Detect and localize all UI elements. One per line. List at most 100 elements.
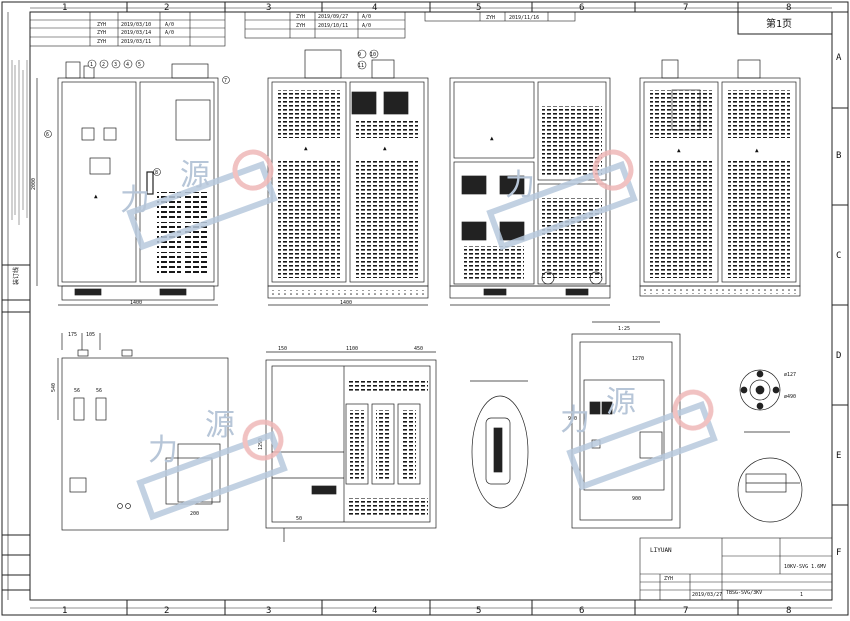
left-notes-hatch	[11, 60, 28, 225]
liyuan-watermark	[136, 419, 288, 521]
row-letter: A	[836, 53, 842, 63]
title-author: ZYH	[664, 576, 673, 582]
rev-author: ZYH	[97, 30, 106, 36]
row-letter: C	[836, 251, 841, 261]
dim-top-a: 56	[74, 388, 80, 394]
rev-code: A/0	[165, 30, 174, 36]
dim-plan-d: 50	[296, 516, 302, 522]
watermark-cn: 源	[205, 408, 235, 443]
col-num: 8	[786, 3, 791, 13]
col-num: 2	[164, 606, 169, 616]
side-view	[639, 59, 801, 297]
section-view	[571, 321, 681, 529]
balloon-label: 2	[102, 62, 105, 68]
balloon-label: 11	[358, 63, 364, 69]
rev-author: ZYH	[296, 14, 305, 20]
dim-top-plate: 200	[190, 511, 199, 517]
rev-date: 2019/03/11	[121, 39, 151, 45]
watermark-text: 力 源 力 力 源 力 源	[120, 158, 636, 468]
open-view-louvers	[464, 106, 602, 280]
title-block	[639, 537, 833, 601]
rev-date: 2019/03/14	[121, 30, 151, 36]
title-sheet-no: 1	[800, 592, 803, 598]
balloon-label: 5	[138, 62, 141, 68]
warning-sign: ▲	[94, 193, 98, 200]
col-num: 8	[786, 606, 791, 616]
balloon-label: 8	[155, 170, 158, 176]
page-label: 第1页	[766, 17, 792, 30]
row-letter: D	[836, 351, 841, 361]
dim-sec-mid: 900	[632, 496, 641, 502]
title-brand: LIYUAN	[650, 547, 672, 554]
dim-top-w1: 175	[68, 332, 77, 338]
rev-author: ZYH	[296, 23, 305, 29]
rev-date: 2019/03/10	[121, 22, 151, 28]
dim-top-depth: 540	[51, 383, 57, 392]
row-letter: E	[836, 451, 841, 461]
row-letters: A B C D E F	[836, 53, 842, 558]
col-num: 6	[579, 606, 584, 616]
balloon-label: 3	[114, 62, 117, 68]
front-balloons	[44, 59, 230, 176]
rear-view-louvers	[272, 90, 424, 295]
revision-entries: ZYH 2019/03/10 A/0 ZYH 2019/03/14 A/0 ZY…	[97, 14, 539, 45]
liyuan-watermark	[566, 389, 718, 491]
dim-sec-top: 1270	[632, 356, 644, 362]
warning-sign: ▲	[490, 135, 494, 142]
warning-sign: ▲	[304, 145, 308, 152]
rev-date: 2019/11/16	[509, 15, 539, 21]
watermark-cn: 源	[180, 158, 210, 193]
col-num: 4	[372, 3, 377, 13]
col-num: 6	[579, 3, 584, 13]
rear-view	[267, 49, 429, 306]
flange-detail	[739, 369, 790, 433]
liyuan-watermark	[126, 149, 278, 251]
page-label-box: 第1页	[737, 11, 833, 35]
dim-flange-a: ø127	[784, 372, 796, 378]
dim-height: 2000	[31, 178, 37, 190]
rev-author: ZYH	[97, 22, 106, 28]
row-letter: B	[836, 151, 841, 161]
rev-date: 2019/10/11	[318, 23, 348, 29]
front-view	[36, 61, 219, 306]
rev-code: A/0	[362, 23, 371, 29]
revision-table	[29, 11, 576, 47]
rear-balloons	[357, 49, 379, 70]
col-num: 7	[683, 3, 688, 13]
latch-detail	[737, 457, 803, 523]
watermark-cn: 力	[560, 403, 590, 438]
warning-sign: ▲	[383, 145, 387, 152]
dim-plan-b: 1100	[346, 346, 358, 352]
binding-line-label: 装订线	[12, 267, 20, 285]
col-num: 4	[372, 606, 377, 616]
balloon-label: 10	[370, 52, 376, 58]
balloon-label: 4	[126, 62, 129, 68]
column-numbers-top: 1 2 3 4 5 6 7 8	[62, 3, 791, 13]
dim-plan-a: 150	[278, 346, 287, 352]
col-num: 3	[266, 3, 271, 13]
col-num: 5	[476, 3, 481, 13]
handle-detail	[470, 380, 529, 509]
warning-sign: ▲	[677, 147, 681, 154]
rev-date: 2019/09/27	[318, 14, 348, 20]
col-num: 5	[476, 606, 481, 616]
rev-author: ZYH	[486, 15, 495, 21]
side-view-louvers	[644, 90, 796, 294]
title-date: 2019/03/27	[692, 592, 722, 598]
dim-front-width: 1400	[130, 300, 142, 306]
plan-view-louvers	[348, 380, 428, 516]
column-numbers-bottom: 1 2 3 4 5 6 7 8	[62, 606, 791, 616]
rev-author: ZYH	[97, 39, 106, 45]
warning-sign: ▲	[755, 147, 759, 154]
col-num: 2	[164, 3, 169, 13]
balloon-label: 6	[46, 132, 49, 138]
col-num: 1	[62, 3, 67, 13]
col-num: 1	[62, 606, 67, 616]
liyuan-watermark	[486, 149, 638, 251]
col-num: 3	[266, 606, 271, 616]
title-doc-code: TBSG-SVG/3KV	[726, 590, 762, 596]
dim-flange-b: ø490	[784, 394, 796, 400]
